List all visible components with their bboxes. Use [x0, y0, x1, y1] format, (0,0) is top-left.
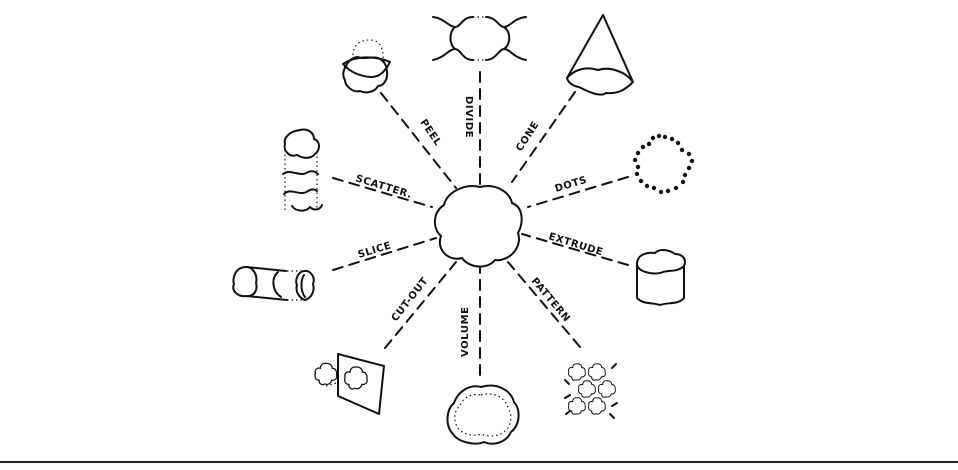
- cone-icon: [566, 14, 634, 96]
- pattern-icon: [564, 363, 618, 419]
- cutout-icon: [314, 353, 385, 415]
- label-volume: VOLUME: [460, 306, 471, 357]
- spoke-pattern: [507, 261, 581, 348]
- center-blob: [434, 185, 523, 268]
- volume-icon: [446, 384, 520, 445]
- peel-icon: [342, 39, 391, 94]
- label-dots: DOTS: [554, 175, 589, 195]
- label-peel: PEEL: [418, 118, 444, 149]
- bottom-border: [0, 461, 958, 463]
- spoke-extrude: [521, 233, 629, 266]
- spoke-cutout: [384, 261, 457, 349]
- label-divide: DIVIDE: [463, 96, 474, 138]
- extrude-icon: [636, 249, 686, 306]
- dots-icon: [632, 133, 695, 195]
- spokes: [332, 71, 629, 376]
- label-scatter: SCATTER.: [354, 173, 413, 201]
- scatter-icon: [282, 128, 323, 212]
- spoke-cone: [511, 91, 576, 183]
- divide-icon: [432, 16, 527, 61]
- spoke-scatter: [332, 177, 433, 208]
- label-cone: CONE: [514, 120, 541, 154]
- spoke-dots: [527, 176, 629, 208]
- slice-icon: [232, 266, 315, 301]
- label-pattern: PATTERN: [529, 276, 572, 325]
- spoke-peel: [380, 92, 457, 189]
- spoke-slice: [332, 237, 437, 271]
